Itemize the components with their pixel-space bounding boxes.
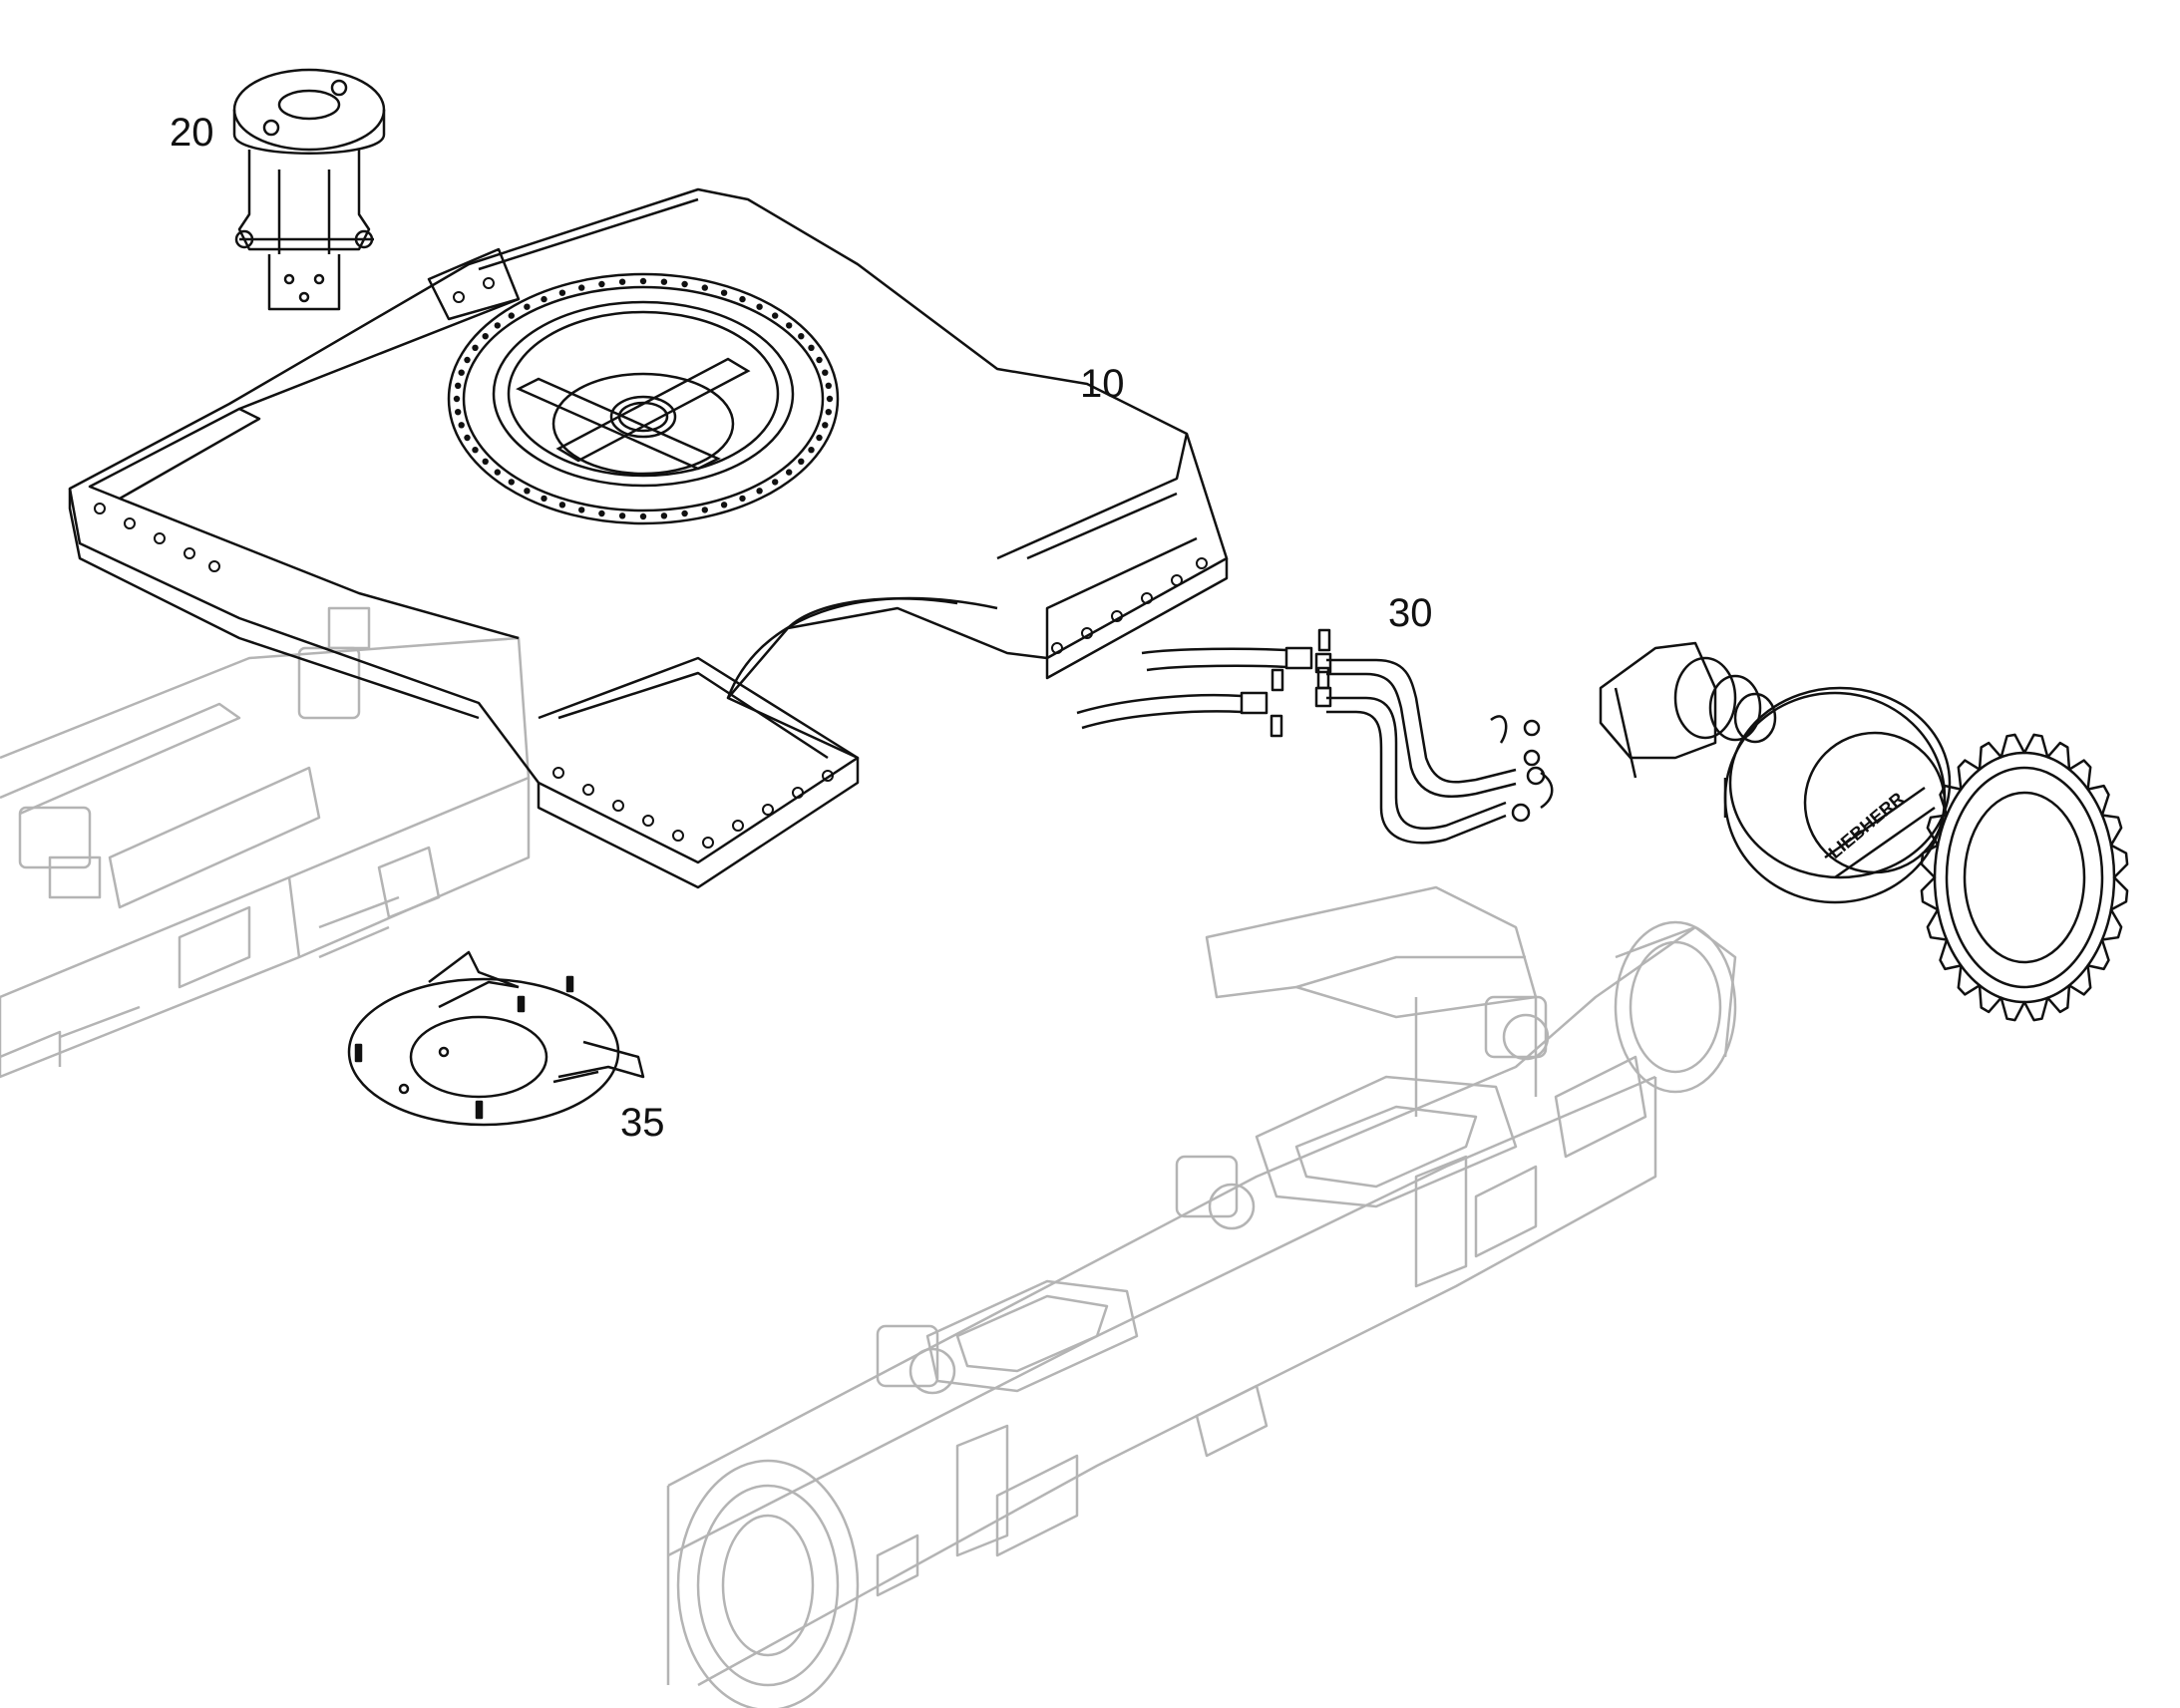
spacer-plate <box>347 950 645 1127</box>
frame-bolt-holes <box>94 277 1208 849</box>
bolt-hole <box>494 322 501 329</box>
rotary-joint <box>232 68 386 311</box>
bolt-hole <box>808 344 815 351</box>
ring-bolt-holes <box>453 277 834 520</box>
bolt-hole <box>482 333 489 340</box>
right-track-frame <box>666 885 1737 1708</box>
bolt-hole <box>786 322 793 329</box>
bolt-hole <box>660 512 668 519</box>
bolt-hole <box>639 512 647 520</box>
car-body-frame <box>68 187 1229 889</box>
bolt-hole <box>458 369 465 376</box>
callout-10: 10 <box>1080 362 1125 406</box>
bolt-hole <box>455 409 462 416</box>
bolt-hole <box>541 495 547 503</box>
bolt-hole <box>720 502 728 509</box>
bolt-hole <box>720 289 728 296</box>
bolt-hole <box>825 409 832 416</box>
bolt-hole <box>739 295 746 303</box>
bolt-hole <box>822 369 829 376</box>
bolt-hole <box>524 303 531 310</box>
bolt-hole <box>681 280 688 288</box>
bolt-hole <box>464 356 471 364</box>
callout-35: 35 <box>620 1101 665 1145</box>
bolt-hole <box>681 510 688 517</box>
bolt-hole <box>558 289 566 296</box>
bolt-hole <box>458 422 465 429</box>
hydraulic-hoses <box>1076 628 1554 845</box>
bolt-hole <box>798 458 805 465</box>
bolt-hole <box>472 344 479 351</box>
bolt-hole <box>618 512 626 519</box>
bolt-hole <box>786 469 793 476</box>
bolt-hole <box>598 510 605 517</box>
bolt-hole <box>816 356 823 364</box>
bolt-hole <box>701 507 708 513</box>
bolt-hole <box>482 458 489 465</box>
bolt-hole <box>639 277 647 285</box>
bolt-hole <box>508 312 515 319</box>
travel-gearbox <box>1599 641 1952 904</box>
bolt-hole <box>508 479 515 486</box>
bolt-hole <box>739 495 746 503</box>
slewing-ring <box>447 272 840 525</box>
bolt-hole <box>453 395 461 403</box>
bolt-hole <box>618 278 626 285</box>
nameplate-text: LIEBHERR <box>1825 789 1908 862</box>
bolt-hole <box>756 303 763 310</box>
bolt-hole <box>756 488 763 495</box>
bolt-hole <box>826 395 834 403</box>
bolt-hole <box>464 434 471 442</box>
bolt-hole <box>494 469 501 476</box>
callout-30: 30 <box>1388 591 1433 635</box>
left-track-frame <box>0 606 531 1079</box>
bolt-hole <box>825 382 832 389</box>
bolt-hole <box>472 447 479 454</box>
bolt-hole <box>772 479 779 486</box>
bolt-hole <box>772 312 779 319</box>
callout-20: 20 <box>170 111 214 155</box>
bolt-hole <box>558 502 566 509</box>
bolt-hole <box>816 434 823 442</box>
bolt-hole <box>808 447 815 454</box>
bolt-hole <box>578 507 585 513</box>
bolt-hole <box>660 278 668 285</box>
bolt-hole <box>822 422 829 429</box>
bolt-hole <box>598 280 605 288</box>
bolt-hole <box>798 333 805 340</box>
bolt-hole <box>578 284 585 291</box>
bolt-hole <box>701 284 708 291</box>
bolt-hole <box>524 488 531 495</box>
bolt-hole <box>455 382 462 389</box>
bolt-hole <box>541 295 547 303</box>
drive-sprocket <box>1920 733 2129 1022</box>
